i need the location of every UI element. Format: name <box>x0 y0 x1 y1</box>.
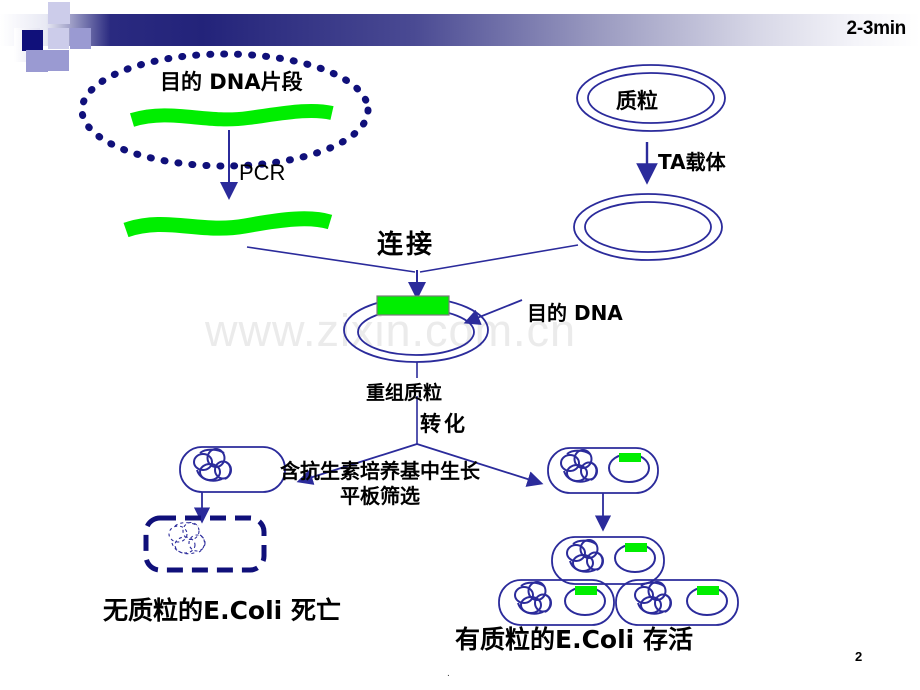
label-selection-medium: 含抗生素培养基中生长 平板筛选 <box>280 459 480 508</box>
cell-with-plasmid-body-4 <box>615 579 739 626</box>
vector-inner-ellipse <box>584 201 712 253</box>
header-decor-square-light-mid <box>48 28 69 49</box>
header-timing-label: 2-3min <box>846 18 907 39</box>
green-insert-r4 <box>697 586 719 595</box>
header-decor-square-mid-c <box>26 50 48 72</box>
green-insert-r3 <box>575 586 597 595</box>
label-plasmid: 质粒 <box>616 89 658 113</box>
label-outcome-alive: 有质粒的E.Coli 存活 <box>455 625 693 654</box>
cell-with-plasmid-body-2 <box>551 536 665 585</box>
cell-no-plasmid-body <box>179 446 286 493</box>
chromosomal-dna-tangle-r3 <box>514 581 552 615</box>
chromosomal-dna-tangle-left <box>193 448 232 482</box>
footer-mark: . <box>447 668 450 679</box>
plasmid-ring-r4 <box>686 586 728 616</box>
header-decor-square-mid-b <box>48 50 69 71</box>
page-number: 2 <box>855 649 863 664</box>
label-target-dna-fragment: 目的 DNA片段 <box>160 70 303 94</box>
label-recombinant-plasmid: 重组质粒 <box>366 382 443 404</box>
green-insert-r2 <box>625 543 647 552</box>
green-insert-r1 <box>619 453 641 462</box>
cell-dying-body <box>143 515 267 573</box>
header-decor-square-light-top <box>48 2 70 24</box>
header-gradient-bar <box>0 14 920 46</box>
degraded-dna-left <box>168 521 206 555</box>
plasmid-ring-r1 <box>608 453 650 483</box>
header-decor-square-mid-a <box>70 28 91 49</box>
ligation-line-right <box>419 244 579 273</box>
cell-with-plasmid-body-3 <box>498 579 615 626</box>
label-outcome-dead: 无质粒的E.Coli 死亡 <box>103 596 341 625</box>
plasmid-ring-r3 <box>564 586 606 616</box>
chromosomal-dna-tangle-r2 <box>566 539 604 573</box>
chromosomal-dna-tangle-r1 <box>560 449 598 483</box>
header-decor-square-dark <box>22 30 43 51</box>
label-ta-vector: TA载体 <box>658 150 726 174</box>
chromosomal-dna-tangle-r4 <box>634 581 672 615</box>
green-dna-band-amplified <box>123 211 333 238</box>
vector-outer-ellipse <box>573 193 723 261</box>
watermark-text: www.zixin.com.cn <box>205 305 577 356</box>
cell-with-plasmid-body-1 <box>547 447 659 494</box>
label-pcr: PCR <box>239 160 286 185</box>
green-dna-band-top <box>129 103 334 127</box>
plasmid-ring-r2 <box>614 543 656 573</box>
label-transformation: 转化 <box>420 412 468 436</box>
label-ligation: 连接 <box>377 230 436 260</box>
label-insert-callout: 目的 DNA <box>527 301 623 325</box>
